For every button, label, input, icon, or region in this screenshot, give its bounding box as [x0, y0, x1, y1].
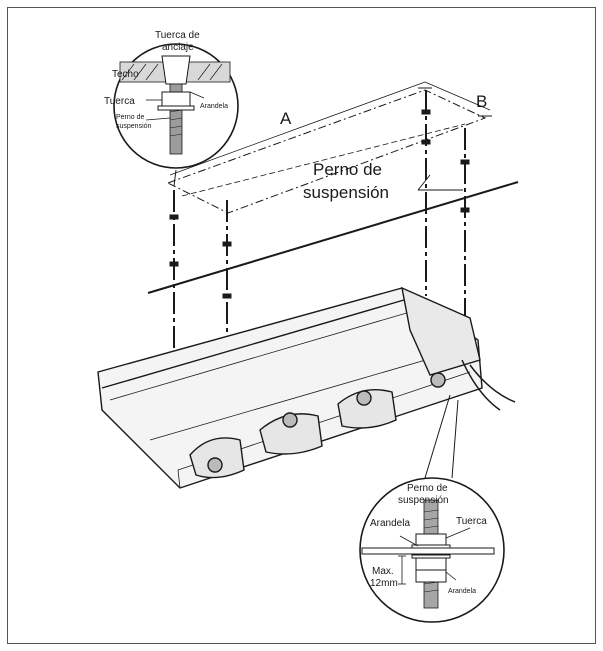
page-border [7, 7, 596, 644]
dimension-marks [418, 87, 492, 117]
bolt-leaders [417, 174, 463, 191]
detail-circle-top [113, 43, 239, 187]
label-bolt-line2: suspensión [303, 183, 389, 202]
top-bolt-line2: suspensión [116, 123, 152, 130]
label-b: B [476, 92, 487, 111]
bottom-nut: Tuerca [456, 516, 487, 527]
ceiling-plane-outline [166, 81, 491, 214]
bottom-bolt-line1: Perno de [407, 483, 448, 494]
bottom-max-line2: 12mm [370, 578, 398, 589]
top-anchor-nut-line1: Tuerca de [155, 30, 200, 41]
ceiling-line [147, 181, 519, 294]
top-washer: Arandela [200, 103, 228, 110]
label-a: A [280, 109, 292, 128]
detail-circle-bottom [359, 394, 505, 623]
bottom-washer-right: Arandela [448, 588, 476, 595]
bottom-bolt-line2: suspensión [398, 495, 449, 506]
top-nut: Tuerca [104, 96, 135, 107]
bottom-washer-left: Arandela [370, 518, 410, 529]
label-bolt-line1: Perno de [313, 160, 382, 179]
top-ceiling: Techo [112, 69, 139, 80]
suspension-bolts [169, 90, 470, 352]
top-bolt-line1: Perno de [116, 114, 145, 121]
top-anchor-nut-line2: anclaje [162, 42, 194, 53]
bottom-max-line1: Max. [372, 566, 394, 577]
indoor-unit [97, 286, 516, 489]
